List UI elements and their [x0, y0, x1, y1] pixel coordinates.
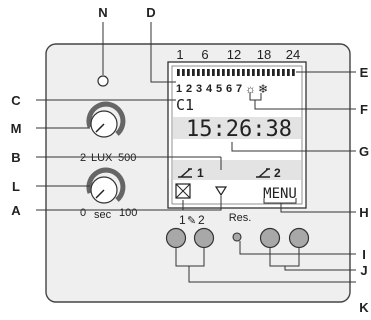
leader-a-triangle: [183, 196, 222, 211]
lux-dial[interactable]: [86, 101, 126, 138]
hour-bar-segment: [222, 69, 225, 76]
hour-bar-segment: [192, 69, 195, 76]
leader-g: [231, 142, 356, 152]
leader-h-bracket: [263, 198, 297, 204]
hour-label-12: 12: [227, 47, 241, 62]
hour-bar-segment: [247, 69, 250, 76]
hour-bar-segment: [277, 69, 280, 76]
output-2-symbol-icon: [256, 168, 270, 178]
callout-k: K: [359, 300, 369, 315]
button-1[interactable]: [165, 227, 187, 249]
callout-l: L: [12, 179, 20, 194]
manual-mode-icon: [175, 183, 191, 199]
day-4: 4: [206, 83, 213, 95]
callout-n: N: [98, 5, 107, 20]
callout-g: G: [359, 144, 369, 159]
leader-f: [254, 100, 356, 110]
output-2-label: 2: [274, 166, 281, 180]
time-band: [173, 117, 301, 139]
hour-bar-segment: [182, 69, 185, 76]
callout-m: M: [11, 121, 22, 136]
hour-bar-graph: [177, 69, 295, 76]
selector-triangle-icon: [214, 186, 228, 197]
output-1-label: 1: [197, 166, 204, 180]
snowflake-icon: ❄: [258, 82, 268, 96]
day-2: 2: [186, 83, 192, 95]
callout-e: E: [360, 65, 369, 80]
leader-k: [188, 266, 356, 283]
hour-bar-segment: [282, 69, 285, 76]
lux-min-label: 2: [80, 152, 86, 164]
reset-label: Res.: [229, 212, 252, 224]
callout-a: A: [11, 203, 21, 218]
sun-icon: ☼: [245, 82, 256, 96]
seconds-dial[interactable]: [86, 167, 126, 204]
seconds-dial-pointer: [95, 189, 105, 199]
output-1-symbol-icon: [178, 168, 192, 178]
button-2[interactable]: [193, 227, 215, 249]
hour-bar-segment: [252, 69, 255, 76]
callout-j: J: [360, 263, 367, 278]
hour-bar-segment: [207, 69, 210, 76]
sec-max-label: 100: [119, 207, 137, 219]
callout-h: H: [359, 205, 368, 220]
hour-bar-segment: [257, 69, 260, 76]
leader-h: [280, 203, 356, 213]
hour-bar-segment: [202, 69, 205, 76]
callout-d: D: [146, 5, 155, 20]
hour-bar-segment: [242, 69, 245, 76]
day-1: 1: [176, 83, 182, 95]
callout-i: I: [362, 247, 366, 262]
callout-f: F: [360, 102, 368, 117]
hour-bar-segment: [267, 69, 270, 76]
lux-dial-pointer: [95, 123, 105, 133]
hour-bar-segment: [227, 69, 230, 76]
day-5: 5: [216, 83, 222, 95]
hour-bar-segment: [217, 69, 220, 76]
hour-label-18: 18: [257, 47, 271, 62]
button-3[interactable]: [259, 227, 281, 249]
day-7: 7: [236, 83, 242, 95]
hour-label-6: 6: [201, 47, 208, 62]
sec-min-label: 0: [80, 207, 86, 219]
hour-bar-segment: [272, 69, 275, 76]
output-band: [173, 160, 301, 180]
lux-unit-label: LUX: [91, 152, 113, 164]
hand-icon: ✎: [187, 215, 196, 227]
channel-label: C1: [176, 96, 194, 114]
time-display: 15:26:38: [186, 117, 292, 142]
reset-button[interactable]: [232, 232, 242, 242]
sec-unit-label: sec: [94, 209, 112, 221]
hour-bar-segment: [187, 69, 190, 76]
hour-bar-segment: [232, 69, 235, 76]
leader-j: [284, 266, 356, 271]
hour-bar-segment: [177, 69, 180, 76]
menu-label: MENU: [263, 186, 297, 202]
button-1-label: 1: [179, 213, 186, 227]
callout-c: C: [11, 93, 21, 108]
callout-b: B: [11, 150, 20, 165]
hour-bar-segment: [197, 69, 200, 76]
hour-bar-segment: [292, 69, 295, 76]
hour-bar-segment: [237, 69, 240, 76]
lcd-inner-frame: [171, 65, 303, 205]
day-6: 6: [226, 83, 232, 95]
button-2-label: 2: [198, 213, 205, 227]
hour-bar-segment: [212, 69, 215, 76]
hour-bar-segment: [262, 69, 265, 76]
led-indicator: [97, 75, 109, 87]
day-3: 3: [196, 83, 202, 95]
hour-label-24: 24: [286, 47, 300, 62]
leader-lines: [36, 22, 356, 283]
leader-d: [150, 22, 176, 83]
leader-i: [239, 241, 356, 255]
button-4[interactable]: [288, 227, 310, 249]
hour-label-1: 1: [176, 47, 183, 62]
lux-max-label: 500: [118, 152, 136, 164]
leader-k-bracket: [175, 248, 205, 267]
hour-bar-segment: [287, 69, 290, 76]
